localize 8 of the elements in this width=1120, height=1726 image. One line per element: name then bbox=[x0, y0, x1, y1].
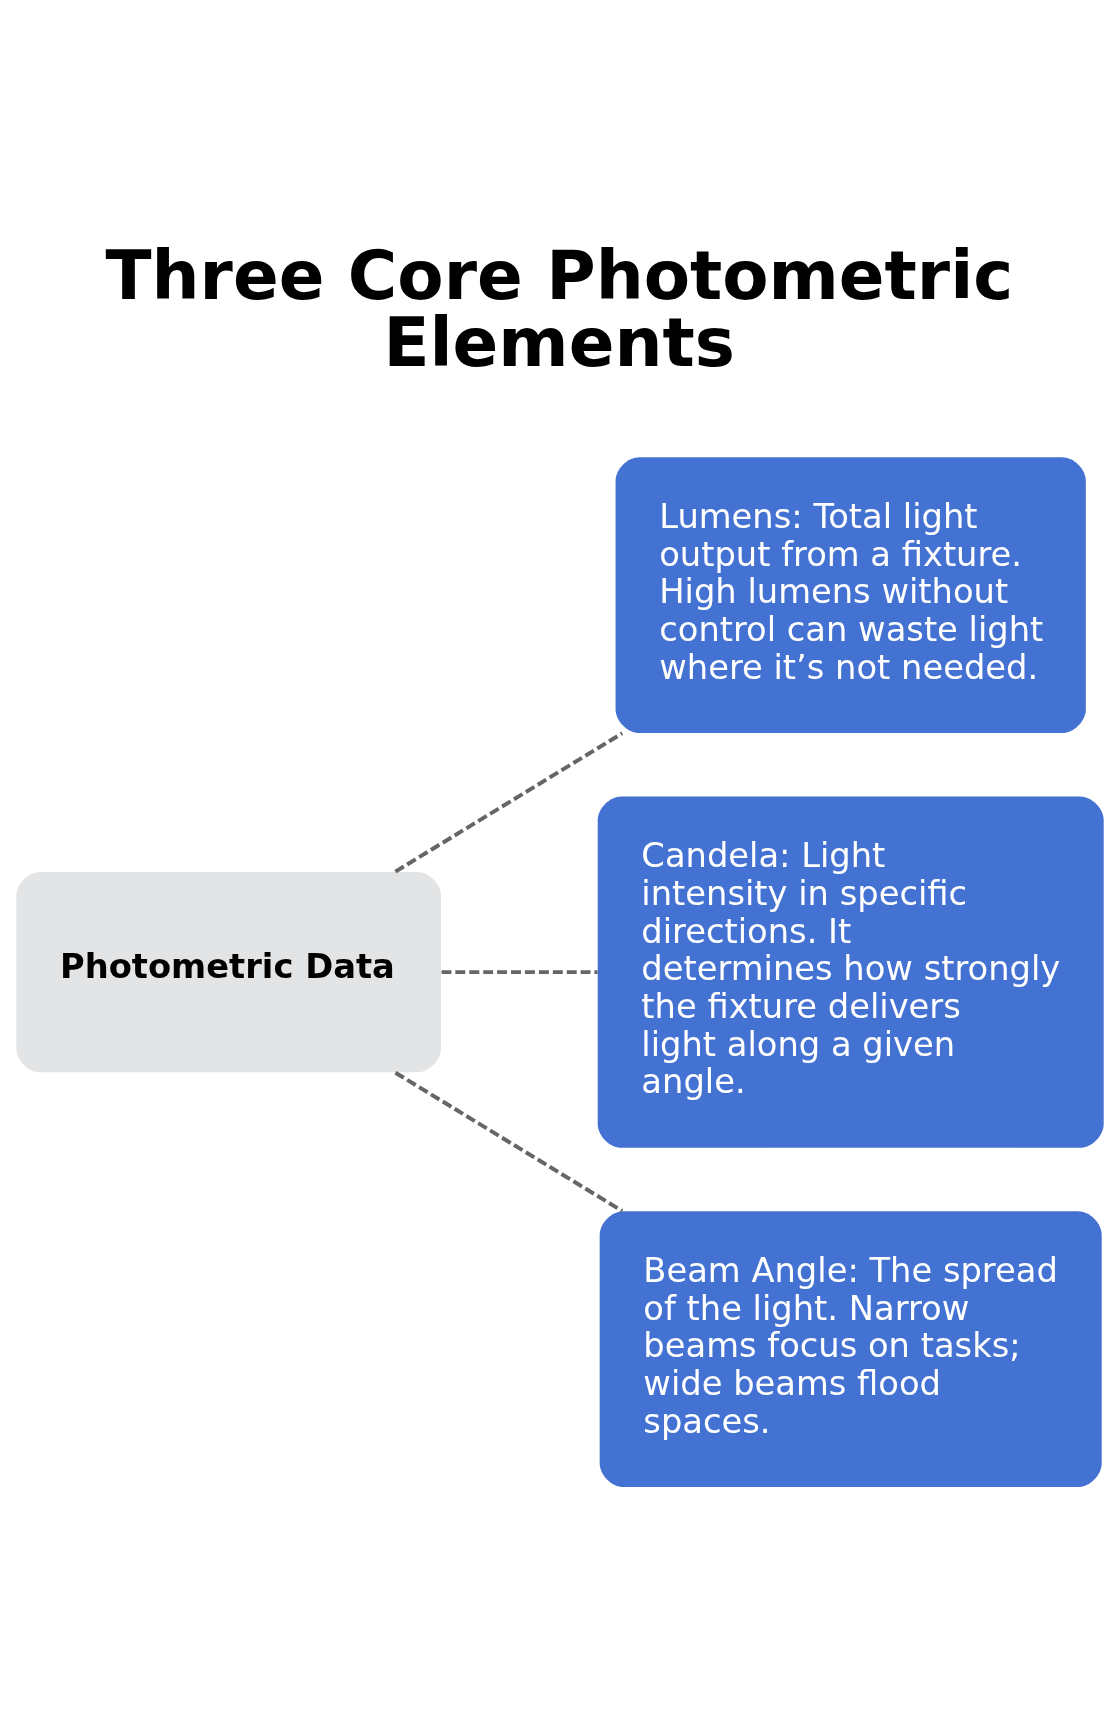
connector bbox=[394, 731, 624, 874]
diagram-title: Three Core Photometric Elements bbox=[105, 235, 1014, 383]
node-box: Photometric Data bbox=[16, 871, 441, 1073]
node-box: Lumens: Total light output from a fixture. High lumens without control can waste light where it’s not needed. bbox=[615, 457, 1086, 734]
node-box: Candela: Light intensity in specific directions. It determines how strongly the fixture delivers light along a given angle. bbox=[597, 796, 1104, 1148]
connector bbox=[441, 970, 598, 975]
connector bbox=[394, 1071, 624, 1213]
node-box: Beam Angle: The spread of the light. Narrow beams focus on tasks; wide beams flood spaces. bbox=[599, 1211, 1102, 1488]
